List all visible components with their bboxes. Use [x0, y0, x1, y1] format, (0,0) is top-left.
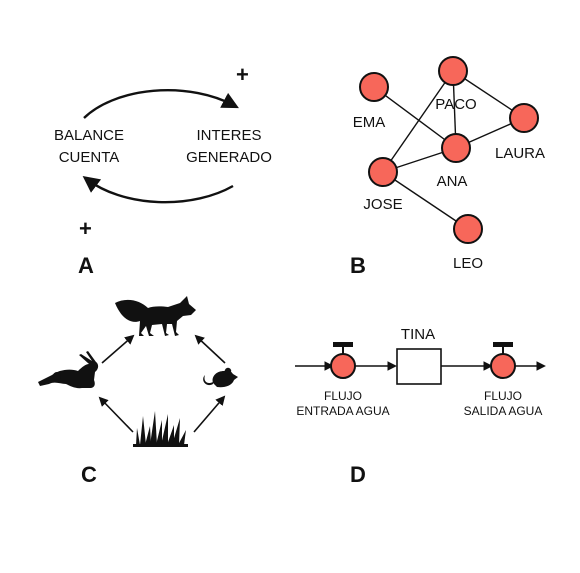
node-label-ema: EMA [353, 114, 386, 131]
panel-letter-d: D [350, 462, 366, 487]
inflow-label-line1: FLUJO [324, 389, 362, 403]
panel-letter-b: B [350, 253, 366, 278]
node-jose [368, 157, 398, 187]
grass-icon [133, 411, 188, 447]
valve-outflow-icon [490, 342, 516, 379]
node-label-ana: ANA [437, 173, 468, 190]
edge-paco-jose [382, 70, 454, 173]
outflow-label-line1: FLUJO [484, 389, 522, 403]
arrow-grass-to-mouse [193, 395, 226, 433]
outflow-label-line2: SALIDA AGUA [464, 404, 543, 418]
stock-label-tina: TINA [401, 326, 435, 343]
arrow-grass-to-rabbit [98, 396, 134, 433]
stock-box-tina [396, 348, 442, 385]
node-label-laura: LAURA [495, 145, 545, 162]
label-balance-line2: CUENTA [59, 149, 120, 166]
fox-icon [115, 296, 196, 336]
label-interes-line2: GENERADO [186, 149, 272, 166]
arrow-rabbit-to-fox [101, 334, 135, 364]
panel-letter-a: A [78, 253, 94, 278]
edge-ema-ana [373, 86, 457, 149]
edge-jose-leo [382, 171, 469, 230]
label-interes-line1: INTERES [196, 127, 261, 144]
sign-plus-top: + [236, 62, 249, 87]
node-label-leo: LEO [453, 255, 483, 272]
network-nodes [359, 56, 539, 244]
panel-b: EMA PACO LAURA ANA JOSE LEO B [350, 56, 545, 278]
valve-inflow-icon [330, 342, 356, 379]
panel-d: TINA FLUJO ENTRADA AGUA FLUJO SALIDA AGU… [295, 326, 546, 487]
node-laura [509, 103, 539, 133]
node-label-jose: JOSE [363, 196, 402, 213]
node-paco [438, 56, 468, 86]
label-balance-line1: BALANCE [54, 127, 124, 144]
panel-a: + + BALANCE CUENTA INTERES GENERADO A [54, 62, 272, 278]
node-leo [453, 214, 483, 244]
panel-c: C [38, 296, 238, 487]
node-ana [441, 133, 471, 163]
arrow-mouse-to-fox [194, 334, 226, 364]
node-ema [359, 72, 389, 102]
rabbit-icon [38, 351, 99, 389]
mouse-icon [203, 367, 238, 388]
node-label-paco: PACO [435, 96, 476, 113]
inflow-label-line2: ENTRADA AGUA [296, 404, 389, 418]
panel-letter-c: C [81, 462, 97, 487]
reinforcing-arc-top [83, 89, 239, 119]
reinforcing-arc-bottom [82, 175, 234, 204]
sign-plus-bottom: + [79, 216, 92, 241]
